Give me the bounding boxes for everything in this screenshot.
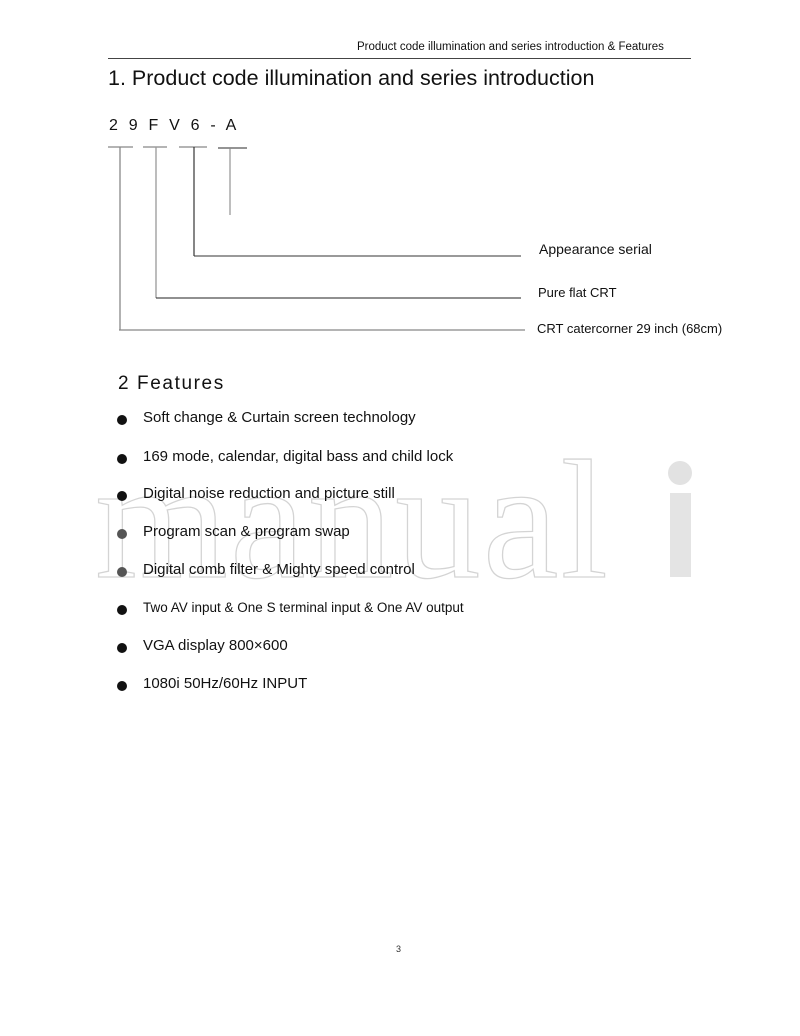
watermark-i-stem xyxy=(670,493,691,577)
product-code: 2 9 F V 6 - A xyxy=(109,117,240,134)
feature-item: 169 mode, calendar, digital bass and chi… xyxy=(117,446,453,466)
feature-item: Two AV input & One S terminal input & On… xyxy=(117,597,464,617)
feature-item: Digital noise reduction and picture stil… xyxy=(117,483,395,503)
feature-text: Soft change & Curtain screen technology xyxy=(143,408,416,426)
feature-item: 1080i 50Hz/60Hz INPUT xyxy=(117,673,307,693)
label-pure-flat-crt: Pure flat CRT xyxy=(538,285,617,300)
feature-text: Digital comb filter & Mighty speed contr… xyxy=(143,560,415,578)
bullet-icon xyxy=(117,681,127,691)
page-number: 3 xyxy=(396,944,402,954)
feature-text: Two AV input & One S terminal input & On… xyxy=(143,599,464,615)
header-rule xyxy=(108,58,691,59)
label-appearance-serial: Appearance serial xyxy=(539,241,652,257)
feature-item: Program scan & program swap xyxy=(117,521,350,541)
bullet-icon xyxy=(117,415,127,425)
feature-item: Digital comb filter & Mighty speed contr… xyxy=(117,559,415,579)
feature-item: Soft change & Curtain screen technology xyxy=(117,407,416,427)
bullet-icon xyxy=(117,643,127,653)
bullet-icon xyxy=(117,529,127,539)
bullet-icon xyxy=(117,605,127,615)
watermark-i-dot xyxy=(668,461,692,485)
feature-text: 1080i 50Hz/60Hz INPUT xyxy=(143,674,308,692)
feature-text: VGA display 800×600 xyxy=(143,636,288,654)
feature-item: VGA display 800×600 xyxy=(117,635,288,655)
bullet-icon xyxy=(117,491,127,501)
features-title: 2 Features xyxy=(118,373,225,394)
product-code-diagram xyxy=(108,146,525,331)
feature-text: Digital noise reduction and picture stil… xyxy=(143,484,395,502)
feature-text: Program scan & program swap xyxy=(143,522,350,540)
section-title: 1. Product code illumination and series … xyxy=(108,66,595,90)
bullet-icon xyxy=(117,567,127,577)
bullet-icon xyxy=(117,454,127,464)
label-crt-catercorner: CRT catercorner 29 inch (68cm) xyxy=(537,321,723,336)
running-header: Product code illumination and series int… xyxy=(357,41,664,53)
feature-text: 169 mode, calendar, digital bass and chi… xyxy=(143,447,454,465)
